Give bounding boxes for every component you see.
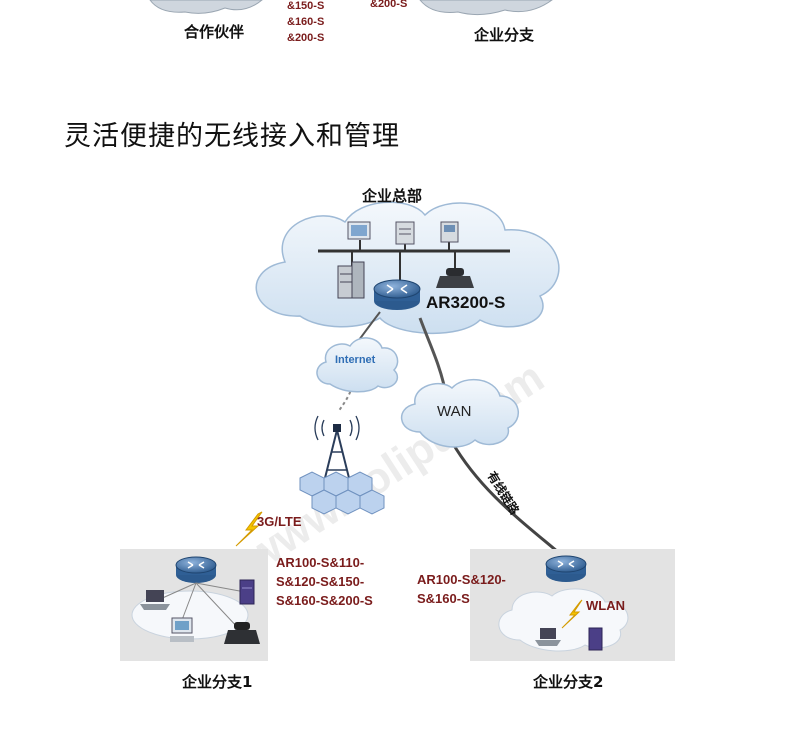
- branch1-link: [181, 582, 197, 621]
- hq-ip-phone-icon: [436, 268, 474, 288]
- branch1-models: AR100-S&110- S&120-S&150- S&160-S&200-S: [276, 553, 373, 610]
- svg-text:www.colipu.com: www.colipu.com: [235, 352, 552, 582]
- hq-cloud: [255, 201, 560, 335]
- wan-cloud: [400, 378, 519, 448]
- wired-link: [450, 441, 559, 554]
- branch2-router-icon: [545, 555, 587, 582]
- cellular-bolt-icon: [235, 511, 263, 547]
- partner-models: &150-S &160-S &200-S: [287, 0, 324, 46]
- branch-model-top: &200-S: [370, 0, 408, 10]
- branch2-label: 企业分支2: [533, 673, 604, 691]
- model-line: &160-S: [287, 16, 325, 28]
- branch1-router-icon: [175, 556, 217, 583]
- branch1-server-icon: [239, 579, 255, 605]
- model-line: AR100-S&110-: [276, 555, 365, 570]
- branch-label-top: 企业分支: [474, 26, 535, 44]
- branch2-models: AR100-S&120- S&160-S: [417, 570, 506, 608]
- cell-hex-grid: [299, 471, 385, 515]
- hq-server-icon: [395, 221, 415, 245]
- partner-label: 合作伙伴: [184, 23, 245, 41]
- top-strip: 合作伙伴 &150-S &160-S &200-S &200-S 企业分支: [0, 0, 790, 56]
- model-line: &200-S: [287, 32, 325, 44]
- hq-router-label: AR3200-S: [426, 293, 506, 312]
- hq-wan-link: [418, 317, 447, 391]
- wlan-label: WLAN: [586, 598, 625, 613]
- hq-pc-icon: [347, 221, 371, 240]
- hq-router-icon: [373, 279, 421, 310]
- branch1-label: 企业分支1: [182, 673, 253, 691]
- branch1-link: [195, 582, 246, 593]
- model-line: S&160-S&200-S: [276, 593, 373, 608]
- section-title: 灵活便捷的无线接入和管理: [64, 121, 400, 152]
- model-line: S&120-S&150-: [276, 574, 365, 589]
- partner-cloud-shape: [149, 0, 263, 14]
- branch1-phone-icon: [224, 622, 260, 644]
- cellular-label: 3G/LTE: [257, 514, 302, 529]
- internet-cloud: [316, 337, 399, 393]
- branch2-laptop-icon: [535, 628, 561, 646]
- model-line: AR100-S&120-: [417, 572, 506, 587]
- model-line: &150-S: [287, 0, 325, 12]
- watermark: www.colipu.com: [235, 352, 552, 582]
- wan-label: WAN: [437, 403, 472, 420]
- branch2-server-icon: [588, 627, 603, 651]
- branch1-link: [195, 582, 241, 631]
- branch1-laptop-icon: [140, 590, 170, 610]
- hq-rack-server-icon: [337, 261, 365, 299]
- branch1-link: [157, 582, 197, 601]
- hq-phone-icon: [440, 221, 459, 243]
- internet-label: Internet: [335, 354, 376, 366]
- top-clouds-decor: [149, 0, 553, 16]
- branch-cloud-shape: [419, 0, 553, 16]
- branch1-pc-icon: [170, 617, 194, 642]
- model-line: S&160-S: [417, 591, 470, 606]
- hq-label: 企业总部: [362, 187, 423, 205]
- wlan-bolt-icon: [561, 599, 583, 629]
